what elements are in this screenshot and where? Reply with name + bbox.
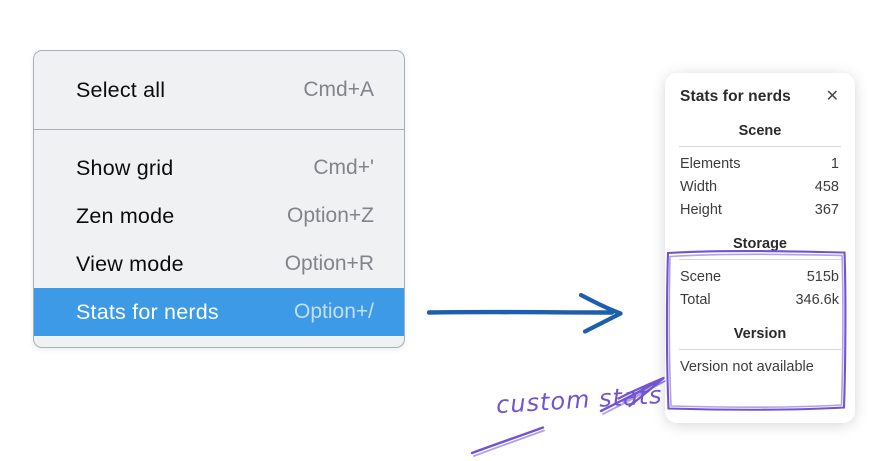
menu-item-show-grid[interactable]: Show grid Cmd+' <box>34 144 404 192</box>
purple-arrow <box>470 376 666 457</box>
stat-label: Width <box>680 178 718 195</box>
stat-row-width: Width 458 <box>665 175 855 198</box>
stat-value: 346.6k <box>795 291 839 308</box>
stat-label: Elements <box>680 155 741 172</box>
stat-row-total-storage: Total 346.6k <box>665 288 855 311</box>
menu-item-shortcut: Option+Z <box>287 204 374 227</box>
stat-row-height: Height 367 <box>665 198 855 221</box>
custom-stats-annotation: custom stats <box>495 380 664 420</box>
menu-item-shortcut: Cmd+A <box>303 78 374 101</box>
menu-item-label: Show grid <box>76 155 174 180</box>
menu-item-view-mode[interactable]: View mode Option+R <box>34 240 404 288</box>
version-note: Version not available <box>680 359 814 375</box>
stat-label: Total <box>680 291 711 308</box>
menu-item-label: Stats for nerds <box>76 299 219 324</box>
section-divider <box>679 146 841 147</box>
menu-item-zen-mode[interactable]: Zen mode Option+Z <box>34 192 404 240</box>
stat-row-scene-storage: Scene 515b <box>665 265 855 288</box>
stats-panel: Stats for nerds ✕ Scene Elements 1 Width… <box>665 73 855 423</box>
section-divider <box>679 349 841 350</box>
section-header-scene: Scene <box>738 123 782 139</box>
context-menu: Select all Cmd+A Show grid Cmd+' Zen mod… <box>33 50 405 348</box>
menu-item-label: View mode <box>76 251 184 276</box>
stats-panel-header: Stats for nerds ✕ <box>665 73 855 108</box>
close-icon[interactable]: ✕ <box>825 88 839 105</box>
stats-panel-title: Stats for nerds <box>680 88 791 105</box>
menu-item-shortcut: Option+/ <box>294 300 374 323</box>
menu-item-shortcut: Option+R <box>284 252 374 275</box>
stat-value: 458 <box>814 178 839 195</box>
stat-value: 1 <box>830 155 839 172</box>
stat-label: Height <box>680 201 722 218</box>
menu-item-select-all[interactable]: Select all Cmd+A <box>34 65 404 115</box>
menu-item-label: Zen mode <box>76 203 175 228</box>
stat-value: 515b <box>806 268 839 285</box>
menu-item-shortcut: Cmd+' <box>313 156 374 179</box>
menu-section-rest: Show grid Cmd+' Zen mode Option+Z View m… <box>34 130 404 347</box>
stat-row-elements: Elements 1 <box>665 152 855 175</box>
stat-label: Scene <box>680 268 722 285</box>
section-divider <box>679 259 841 260</box>
menu-divider <box>34 129 404 130</box>
section-header-storage: Storage <box>733 236 787 252</box>
menu-item-label: Select all <box>76 77 166 102</box>
stat-value: 367 <box>814 201 839 218</box>
blue-arrow <box>426 292 623 334</box>
menu-item-stats-for-nerds[interactable]: Stats for nerds Option+/ <box>34 288 404 336</box>
section-header-version: Version <box>733 326 787 342</box>
menu-section-top: Select all Cmd+A <box>34 51 404 129</box>
